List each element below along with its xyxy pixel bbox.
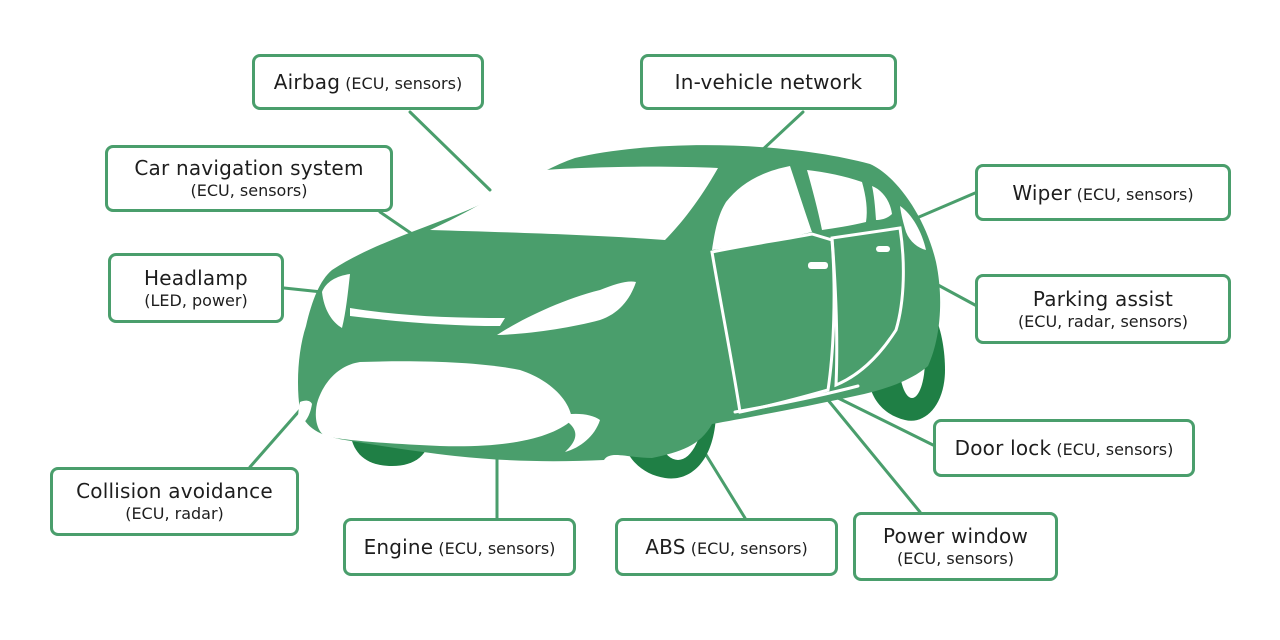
label-airbag: Airbag (ECU, sensors) (252, 54, 484, 110)
door-lock-title: Door lock (954, 436, 1052, 460)
left-fog (298, 400, 312, 426)
rear-door-handle (876, 246, 890, 252)
connector-parking-assist (936, 283, 977, 307)
rear-door-window (807, 170, 867, 230)
label-in-vehicle-network: In-vehicle network (640, 54, 897, 110)
connector-door-lock (836, 396, 935, 447)
wiper-detail: (ECU, sensors) (1076, 184, 1194, 204)
connector-collision-avoidance (248, 408, 302, 469)
fog-light (558, 413, 600, 452)
label-car-navigation: Car navigation system (ECU, sensors) (105, 145, 393, 212)
door-handles (808, 246, 890, 269)
label-headlamp: Headlamp (LED, power) (108, 253, 284, 323)
collision-avoidance-detail: (ECU, radar) (125, 504, 224, 524)
parking-assist-title: Parking assist (1032, 286, 1174, 311)
headlamp-title: Headlamp (144, 265, 248, 290)
connector-lines (248, 110, 977, 520)
front-door-handle (808, 262, 828, 269)
parking-assist-detail: (ECU, radar, sensors) (1017, 311, 1189, 331)
label-wiper: Wiper (ECU, sensors) (975, 164, 1231, 221)
car-details (298, 166, 926, 452)
collision-avoidance-title: Collision avoidance (76, 479, 273, 504)
connector-in-vehicle-network (758, 110, 805, 154)
windshield (430, 166, 718, 240)
rear-door-outline (830, 226, 905, 388)
front-door-window (712, 166, 812, 250)
car-navigation-title: Car navigation system (134, 156, 364, 181)
power-window-title: Power window (882, 524, 1029, 549)
label-collision-avoidance: Collision avoidance (ECU, radar) (50, 467, 299, 536)
engine-title: Engine (363, 535, 434, 559)
quarter-window (872, 186, 892, 220)
label-door-lock: Door lock (ECU, sensors) (933, 419, 1195, 477)
connector-power-window (826, 398, 922, 514)
label-abs: ABS (ECU, sensors) (615, 518, 838, 576)
connector-airbag (408, 110, 492, 192)
label-parking-assist: Parking assist (ECU, radar, sensors) (975, 274, 1231, 344)
front-grille (315, 361, 572, 447)
door-lock-detail: (ECU, sensors) (1056, 440, 1174, 459)
connector-headlamp (282, 286, 324, 294)
hood-strip (350, 308, 505, 326)
engine-detail: (ECU, sensors) (438, 539, 556, 558)
connector-abs (698, 443, 747, 520)
left-headlamp (322, 274, 350, 328)
connector-wiper (910, 191, 977, 222)
headlamp-detail: (LED, power) (144, 290, 248, 310)
abs-detail: (ECU, sensors) (690, 539, 808, 558)
power-window-detail: (ECU, sensors) (896, 549, 1014, 569)
abs-title: ABS (645, 535, 686, 559)
rear-pillar-light (900, 206, 926, 250)
in-vehicle-network-title: In-vehicle network (674, 70, 863, 94)
front-door-outline (710, 232, 836, 414)
label-engine: Engine (ECU, sensors) (343, 518, 576, 576)
wiper-title: Wiper (1012, 180, 1072, 205)
car-navigation-detail: (ECU, sensors) (190, 181, 308, 201)
right-headlamp (497, 281, 636, 335)
airbag-detail: (ECU, sensors) (345, 74, 463, 93)
label-power-window: Power window (ECU, sensors) (853, 512, 1058, 581)
door-outlines (710, 226, 905, 414)
sill-line (733, 384, 860, 414)
airbag-title: Airbag (273, 70, 341, 94)
